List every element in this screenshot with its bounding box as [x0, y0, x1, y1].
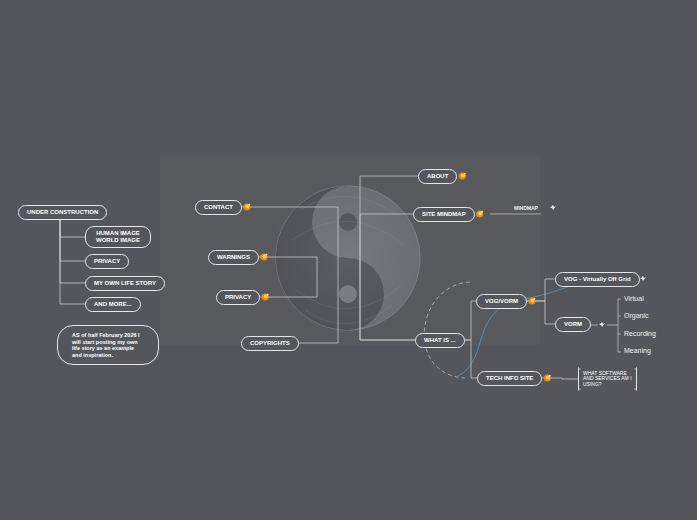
- node-text: WHAT IS ...: [424, 337, 456, 344]
- status-icon: [262, 293, 269, 300]
- topic-pill: COPYRIGHTS: [241, 336, 299, 351]
- topic-pill: ABOUT: [418, 169, 457, 184]
- topic-pill: WARNINGS: [208, 250, 259, 265]
- branch-connector: [360, 214, 415, 340]
- topic-pill: AND MORE...: [85, 297, 141, 312]
- branch-connector: [360, 176, 418, 340]
- list-item: Virtual: [624, 295, 644, 302]
- topic-pill: VORM: [555, 317, 591, 332]
- node-text: AND MORE...: [94, 301, 132, 308]
- branch-connector: [259, 257, 317, 297]
- branch-connector: [60, 220, 85, 284]
- node-text: SITE MINDMAP: [422, 211, 466, 218]
- node-text: ABOUT: [427, 173, 448, 180]
- node-text: CONTACT: [204, 204, 233, 211]
- topic-pill: UNDER CONSTRUCTION: [18, 205, 107, 220]
- topic-pill: SITE MINDMAP: [413, 207, 475, 222]
- node-text: WHAT SOFTWARE AND SERVICES AM I USING?: [583, 371, 632, 388]
- link-label: MINDMAP: [514, 205, 538, 211]
- status-icon: [260, 253, 267, 260]
- node-text: VORM: [564, 321, 582, 328]
- topic-pill: WHAT IS ...: [415, 333, 465, 348]
- topic-pill: HUMAN IMAGE WORLD IMAGE: [85, 226, 151, 248]
- list-bracket: [590, 299, 621, 352]
- topic-pill: PRIVACY: [216, 290, 260, 305]
- swirl-lines: [292, 196, 404, 324]
- node-text: MY OWN LIFE STORY: [94, 280, 156, 287]
- node-text: VOG - Virtually Off Grid: [564, 276, 631, 283]
- branch-connector: [242, 207, 338, 343]
- node-text: PRIVACY: [225, 294, 251, 301]
- node-text: VOG/VORM: [485, 298, 518, 305]
- list-item: Recording: [624, 330, 656, 337]
- link-icon: [550, 205, 646, 327]
- topic-pill: CONTACT: [195, 200, 242, 215]
- node-text: COPYRIGHTS: [250, 340, 290, 347]
- bracket-ticks: [578, 369, 637, 389]
- status-icon: [243, 203, 250, 210]
- topic-pill: TECH INFO SITE: [477, 371, 542, 386]
- note-box: AS of half February 2026 I will start po…: [57, 325, 159, 365]
- node-text: PRIVACY: [94, 258, 120, 265]
- status-icon: [459, 172, 466, 179]
- list-item: Organic: [624, 312, 649, 319]
- status-icon: [476, 210, 483, 217]
- yin-yang-glow: [266, 176, 430, 340]
- branch-connector: [60, 220, 85, 238]
- branch-connector: [465, 340, 477, 378]
- node-text: UNDER CONSTRUCTION: [27, 209, 98, 216]
- bracket-box: WHAT SOFTWARE AND SERVICES AM I USING?: [578, 367, 637, 392]
- leader-line: [490, 214, 541, 215]
- backdrop: [160, 155, 540, 345]
- node-text: AS of half February 2026 I will start po…: [72, 332, 144, 358]
- status-icon: [528, 297, 535, 304]
- topic-pill: PRIVACY: [85, 254, 129, 269]
- branch-connector: [60, 220, 85, 305]
- yin-yang: [276, 186, 420, 330]
- node-text: WARNINGS: [217, 254, 250, 261]
- topic-pill: MY OWN LIFE STORY: [85, 276, 165, 291]
- node-text: HUMAN IMAGE WORLD IMAGE: [94, 230, 142, 244]
- node-text: TECH INFO SITE: [486, 375, 533, 382]
- list-item: Meaning: [624, 347, 651, 354]
- status-icon: [544, 374, 551, 381]
- branch-connector: [465, 301, 476, 340]
- dashed-arc: [424, 282, 470, 378]
- topic-pill: VOG - Virtually Off Grid: [555, 272, 640, 287]
- branch-connector: [60, 220, 85, 262]
- topic-pill: VOG/VORM: [476, 294, 527, 309]
